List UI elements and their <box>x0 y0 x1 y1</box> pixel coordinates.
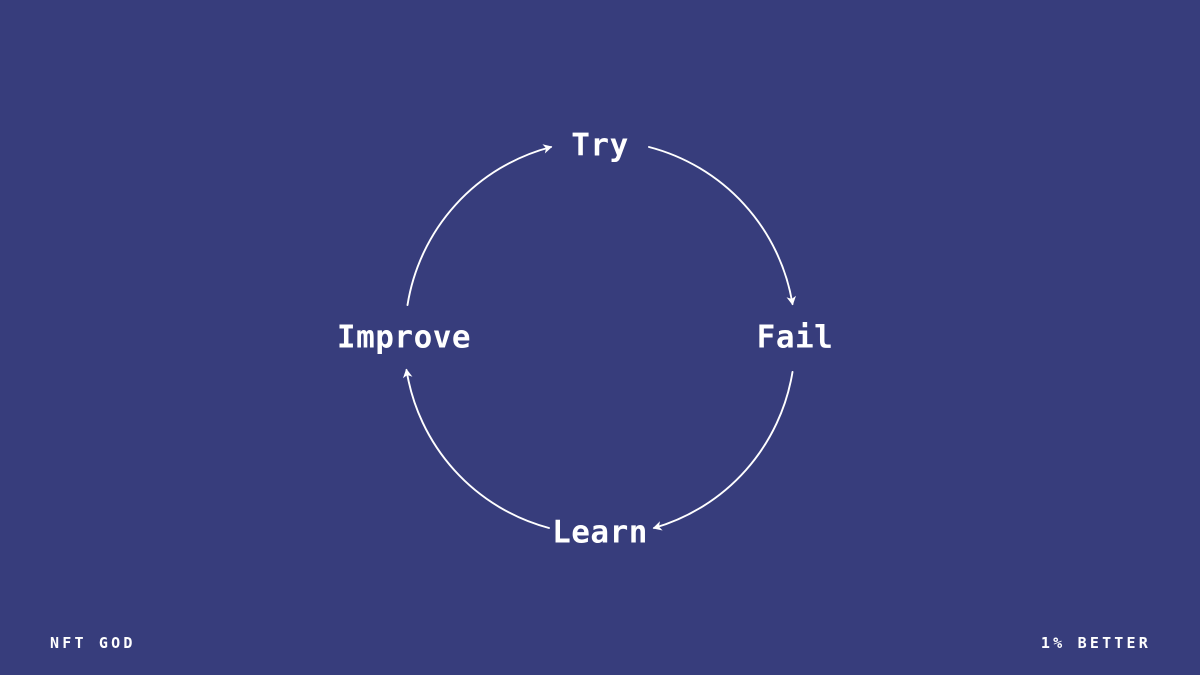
arrow-learn-to-improve <box>402 368 550 529</box>
arrow-try-to-fail <box>648 146 796 306</box>
cycle-node-improve: Improve <box>336 319 472 356</box>
cycle-node-fail: Fail <box>756 319 834 356</box>
footer-brand: NFT GOD <box>50 634 136 652</box>
footer-tagline: 1% BETTER <box>1040 634 1151 652</box>
arrow-fail-to-learn <box>652 371 794 531</box>
arrow-improve-to-try <box>406 144 553 306</box>
cycle-node-learn: Learn <box>552 514 648 551</box>
cycle-node-try: Try <box>571 127 629 164</box>
